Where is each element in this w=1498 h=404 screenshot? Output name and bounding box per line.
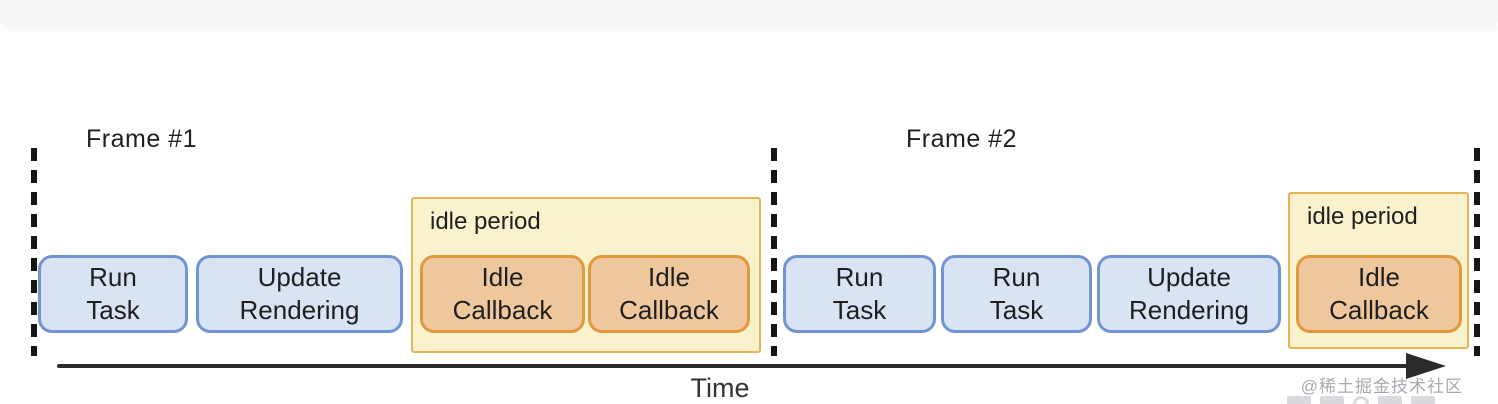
time-axis-line [57, 364, 1409, 368]
watermark-glyph-fragment [1320, 396, 1344, 404]
watermark-glyph-fragment [1287, 396, 1311, 404]
idle-period-label-frame2: idle period [1307, 203, 1418, 230]
frame2-update-rendering-box: Update Rendering [1097, 255, 1281, 333]
watermark-logo-ring [1353, 396, 1369, 404]
frame1-run-task-box: Run Task [38, 255, 188, 333]
idle-period-label-frame1: idle period [430, 208, 541, 235]
frame-boundary-dash-left [31, 148, 37, 356]
frame2-run-task-box-1: Run Task [783, 255, 936, 333]
watermark-partial-clipped [1287, 396, 1435, 404]
watermark-glyph-fragment [1378, 396, 1402, 404]
watermark-text: @稀土掘金技术社区 [1300, 377, 1463, 396]
frame-boundary-dash-middle [771, 148, 777, 356]
frame-boundary-dash-right [1474, 148, 1480, 356]
frame1-idle-callback-box-1: Idle Callback [420, 255, 585, 333]
frame2-run-task-box-2: Run Task [941, 255, 1092, 333]
frame-2-label: Frame #2 [906, 125, 1017, 153]
time-axis-label: Time [690, 373, 750, 403]
frame2-idle-callback-box: Idle Callback [1296, 255, 1462, 333]
frame1-update-rendering-box: Update Rendering [196, 255, 403, 333]
top-gray-bar [0, 0, 1498, 34]
frame-1-label: Frame #1 [86, 125, 197, 153]
watermark-glyph-fragment [1411, 396, 1435, 404]
frame1-idle-callback-box-2: Idle Callback [588, 255, 750, 333]
time-axis-arrowhead-icon [1406, 353, 1446, 379]
